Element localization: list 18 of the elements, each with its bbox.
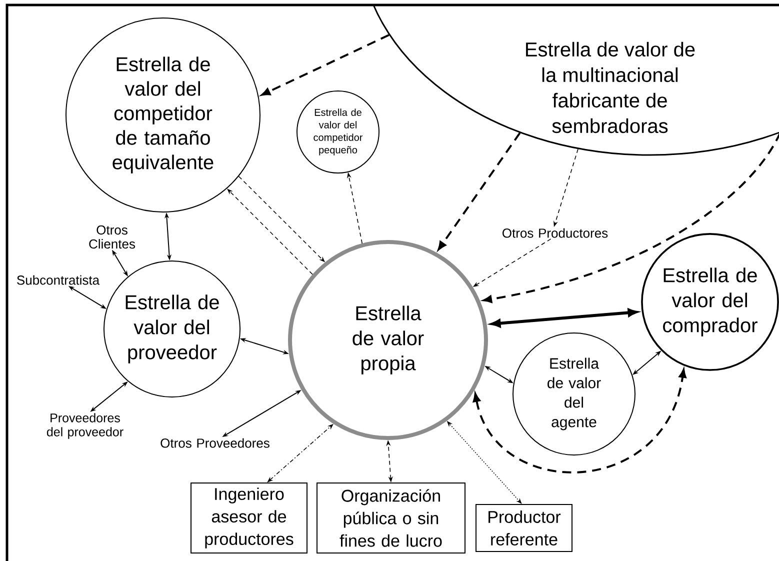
text-box: Productor referente — [476, 504, 572, 552]
circle-node: Estrella de valor del competidor de tamaño equivalente — [66, 18, 260, 212]
text-box: Organización pública o sin fines de lucro — [316, 482, 466, 554]
text-label: Subcontratista — [17, 275, 100, 285]
circle-node: Estrella de valor del agente — [512, 332, 636, 456]
text-label: Otros Clientes — [89, 225, 136, 249]
circle-node: Estrella de valor del competidor pequeño — [296, 90, 380, 174]
arrow — [472, 369, 686, 474]
circle-node: Estrella de valor del comprador — [641, 233, 779, 371]
circle-node: Estrella de valor propia — [288, 240, 488, 440]
arrow — [261, 34, 390, 96]
text-label: Proveedores del proveedor — [46, 413, 124, 439]
text-box: Ingeniero asesor de productores — [190, 482, 308, 554]
arrow — [483, 132, 779, 303]
text-label: Otros Proveedores — [160, 438, 270, 448]
circle-node: Estrella de valor del proveedor — [103, 260, 241, 398]
arrow — [438, 132, 521, 250]
text-label: Otros Productores — [502, 228, 608, 238]
